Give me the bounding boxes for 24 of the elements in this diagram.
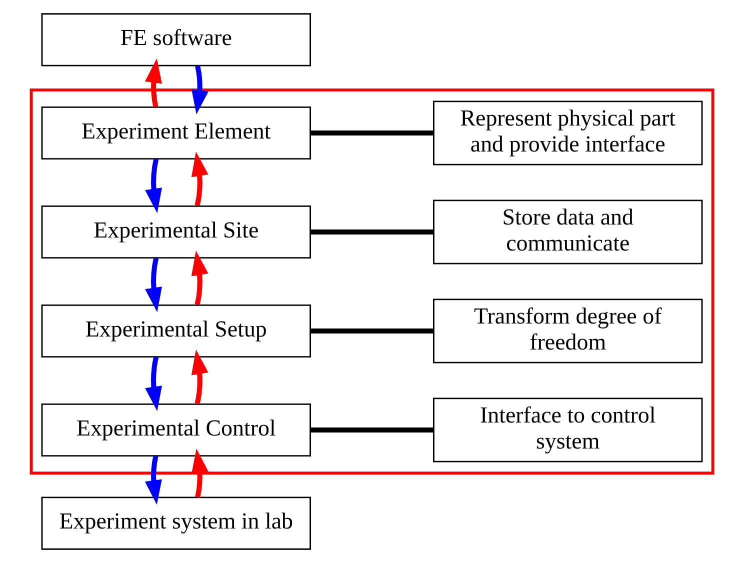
arrow [144, 356, 162, 412]
node-box: Experimental Setup [40, 304, 311, 358]
connector [310, 428, 434, 433]
node-box: Experiment system in lab [40, 496, 311, 550]
node-box: Represent physical part and provide interface [432, 100, 702, 166]
node-box: FE software [40, 13, 311, 66]
node-box: Store data and communicate [432, 200, 702, 264]
node-box: Transform degree of freedom [432, 298, 702, 364]
node-box: Interface to control system [432, 398, 702, 462]
node-box: Experimental Site [40, 205, 311, 259]
arrow [190, 448, 208, 498]
node-box: Experiment Element [40, 106, 311, 160]
arrow [144, 58, 162, 108]
arrow [144, 456, 162, 505]
connector [310, 328, 434, 334]
arrow [190, 152, 208, 206]
arrow [190, 65, 208, 114]
arrow [144, 258, 162, 312]
arrow [144, 158, 162, 214]
connector [310, 130, 434, 136]
arrow [190, 250, 208, 306]
node-box: Experimental Control [40, 403, 311, 457]
connector [310, 229, 434, 234]
arrow [190, 350, 208, 404]
